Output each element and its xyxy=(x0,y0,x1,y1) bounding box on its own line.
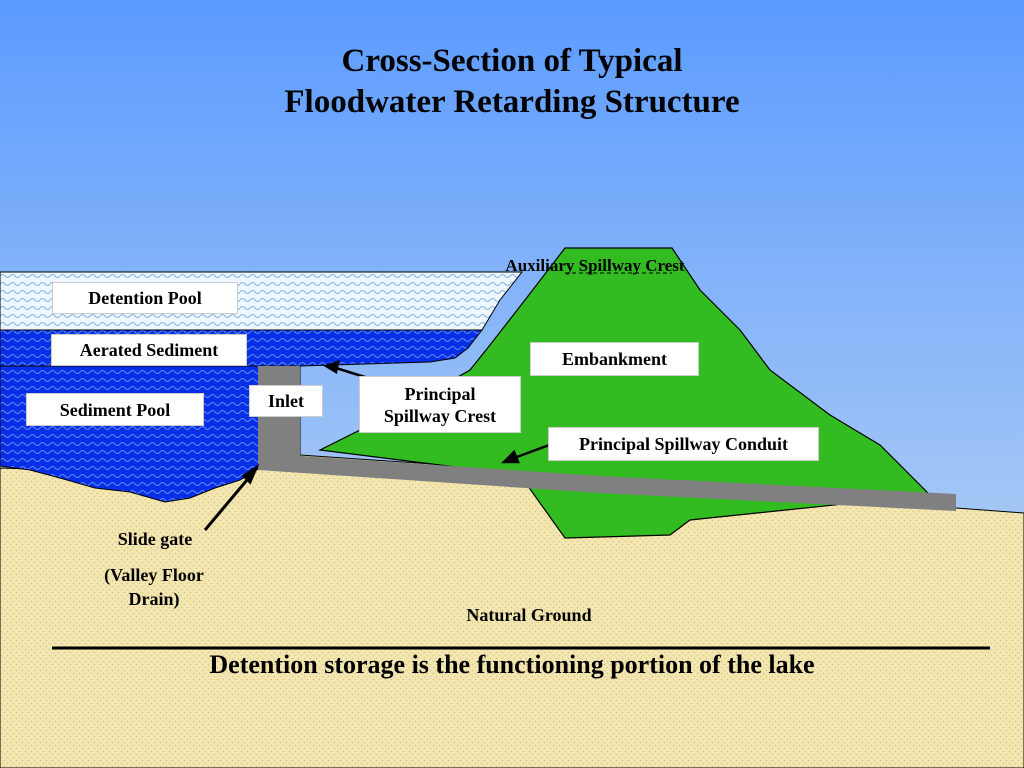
slide-gate-label: Slide gate xyxy=(117,529,193,549)
valley-floor-drain-line-2: Drain) xyxy=(128,589,180,609)
conduit-arrow xyxy=(500,442,553,464)
natural-ground-label: Natural Ground xyxy=(466,605,592,625)
principal-spillway-conduit-label: Principal Spillway Conduit xyxy=(548,427,819,461)
aerated-sediment-label: Aerated Sediment xyxy=(51,334,247,366)
inlet-label: Inlet xyxy=(249,385,323,417)
sediment-pool-label: Sediment Pool xyxy=(26,393,204,426)
detention-pool-label: Detention Pool xyxy=(52,282,238,314)
page-title-line-1: Cross-Section of Typical xyxy=(341,43,683,79)
principal-spillway-crest-label: Principal Spillway Crest xyxy=(359,376,521,433)
principal-spillway-crest-line-1: Principal xyxy=(404,383,476,404)
riser-tower xyxy=(258,366,300,470)
auxiliary-spillway-crest-label: Auxiliary Spillway Crest xyxy=(505,256,685,275)
principal-spillway-crest-line-2: Spillway Crest xyxy=(383,405,497,426)
valley-floor-drain-line-1: (Valley Floor xyxy=(104,565,204,585)
embankment-label: Embankment xyxy=(530,342,699,376)
page-title-line-2: Floodwater Retarding Structure xyxy=(284,84,740,120)
slide-gate-arrow xyxy=(203,463,260,531)
footer-caption: Detention storage is the functioning por… xyxy=(209,650,815,679)
principal-spillway-conduit-pipe xyxy=(258,453,956,511)
embankment-shape xyxy=(317,247,932,539)
